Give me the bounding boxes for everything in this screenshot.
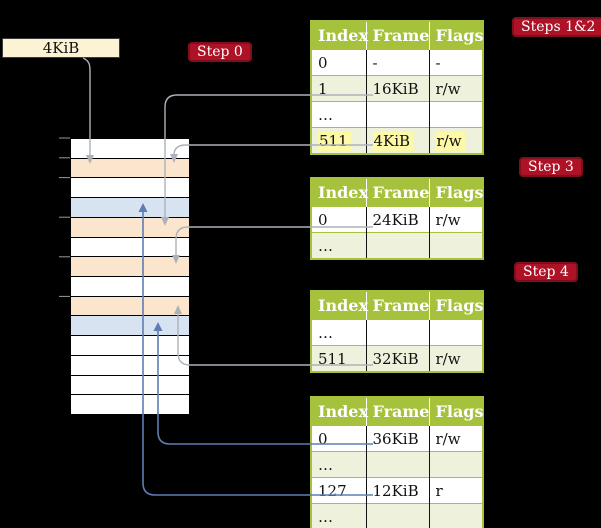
column-header-index: Index	[311, 21, 368, 50]
highlighted-cell-text: r/w	[435, 131, 465, 151]
table-cell: r/w	[429, 127, 483, 154]
table-cell: r/w	[429, 206, 483, 233]
table-cell: …	[311, 319, 367, 346]
table-cell	[366, 451, 430, 478]
cr3-frame-box: 4KiB	[2, 38, 120, 58]
table-cell: 12KiB	[366, 477, 430, 504]
highlighted-cell-text: 4KiB	[372, 131, 414, 151]
page-table-entry-row: …	[311, 232, 483, 259]
table-cell	[429, 232, 483, 259]
table-cell	[429, 319, 483, 346]
table-cell	[366, 503, 430, 528]
table-cell: 24KiB	[366, 206, 430, 233]
page-table-entry-row: …	[311, 451, 483, 478]
table-cell: 32KiB	[366, 345, 430, 372]
table-cell	[366, 319, 430, 346]
table-cell: -	[429, 49, 483, 76]
page-table-entry-row: 511 4KiB r/w	[311, 127, 483, 154]
memory-frame-row-white	[71, 354, 189, 375]
table-cell: …	[311, 232, 367, 259]
steps-1-2-badge: Steps 1&2	[512, 17, 601, 37]
table-cell: 0	[311, 49, 367, 76]
cr3-frame-label: 4KiB	[42, 39, 80, 57]
memory-frame-row-white	[71, 177, 189, 198]
table-cell: …	[311, 101, 367, 128]
table-cell: 511	[311, 345, 367, 372]
page-table-entry-row: …	[311, 101, 483, 128]
table-cell	[429, 451, 483, 478]
page-table-entry-row: …	[311, 503, 483, 528]
table-cell: 16KiB	[366, 75, 430, 102]
step-0-badge: Step 0	[188, 42, 252, 62]
table-cell: 127	[311, 477, 367, 504]
step-3-badge: Step 3	[519, 157, 583, 177]
memory-frame-row-white	[71, 236, 189, 257]
column-header-index: Index	[311, 178, 368, 207]
memory-frame-row-blue	[71, 197, 189, 217]
table-cell: r/w	[429, 345, 483, 372]
table-cell: …	[311, 451, 367, 478]
table-cell: 4KiB	[366, 127, 430, 154]
column-header-index: Index	[311, 291, 368, 320]
column-header-flags: Flags	[429, 291, 484, 320]
table-cell: -	[366, 49, 430, 76]
column-header-frame: Frame	[366, 21, 430, 50]
column-header-frame: Frame	[366, 178, 430, 207]
memory-frame-row-white	[71, 276, 189, 296]
physical-memory-column	[70, 138, 190, 415]
column-header-flags: Flags	[429, 397, 484, 426]
table-cell: …	[311, 503, 367, 528]
table-cell: r/w	[429, 75, 483, 102]
memory-frame-row-orange	[71, 295, 189, 316]
table-cell: 1	[311, 75, 367, 102]
table-cell: r	[429, 477, 483, 504]
table-cell: 0	[311, 425, 367, 452]
page-table-entry-row: …	[311, 319, 483, 346]
memory-frame-row-orange	[71, 216, 189, 237]
step-4-badge: Step 4	[514, 262, 578, 282]
column-header-flags: Flags	[429, 178, 484, 207]
memory-frame-row-orange	[71, 256, 189, 277]
table-cell	[366, 232, 430, 259]
table-cell: 0	[311, 206, 367, 233]
table-cell	[366, 101, 430, 128]
table-cell: 36KiB	[366, 425, 430, 452]
column-header-index: Index	[311, 397, 368, 426]
memory-address-ticks	[59, 137, 70, 297]
column-header-flags: Flags	[429, 21, 484, 50]
memory-frame-row-orange	[71, 157, 189, 178]
memory-frame-row-white	[71, 335, 189, 355]
column-header-frame: Frame	[366, 291, 430, 320]
highlighted-cell-text: 511	[318, 131, 351, 151]
table-cell: r/w	[429, 425, 483, 452]
table-cell: 511	[311, 127, 367, 154]
column-header-frame: Frame	[366, 397, 430, 426]
memory-frame-row-white	[71, 394, 189, 415]
table-cell	[429, 503, 483, 528]
memory-frame-row-white	[71, 139, 189, 158]
memory-frame-row-blue	[71, 315, 189, 336]
page-table-entry-row: 0--	[311, 49, 483, 76]
table-cell	[429, 101, 483, 128]
memory-frame-row-white	[71, 374, 189, 395]
